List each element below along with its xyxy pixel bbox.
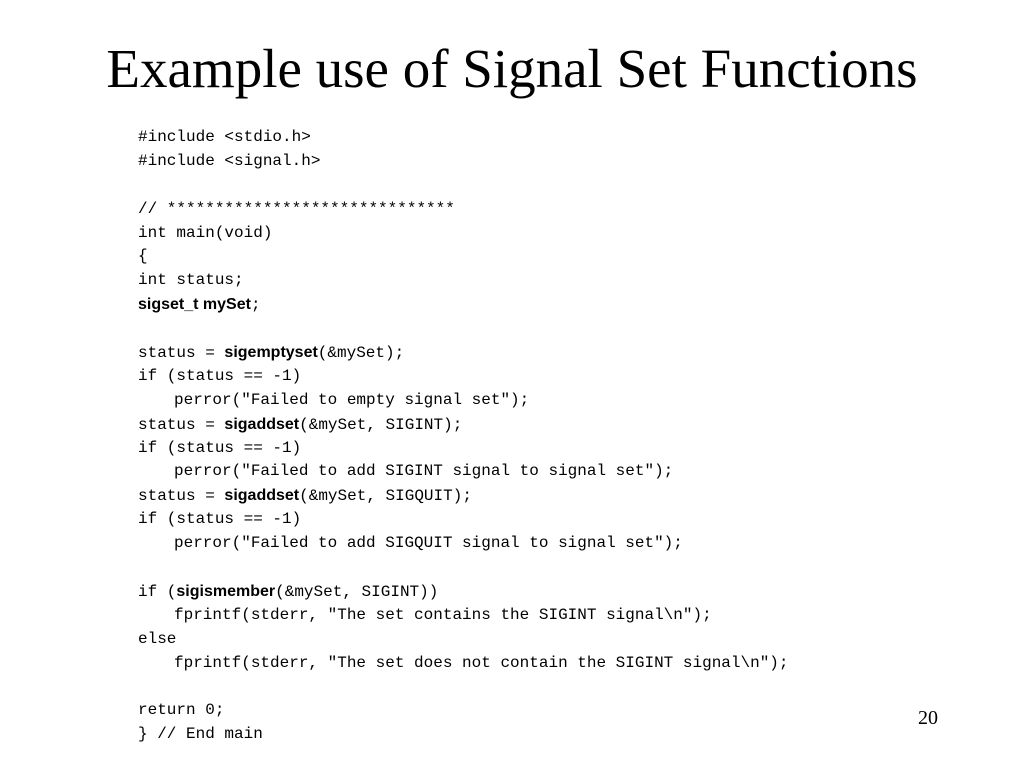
page-number: 20	[918, 707, 938, 729]
code-line: fprintf(stderr, "The set does not contai…	[138, 652, 789, 676]
slide-title: Example use of Signal Set Functions	[106, 38, 918, 99]
code-line: perror("Failed to add SIGINT signal to s…	[138, 460, 789, 484]
code-text: } // End main	[138, 725, 263, 744]
code-text: if (status == -1)	[138, 510, 302, 529]
code-line	[138, 174, 789, 198]
code-line	[138, 317, 789, 341]
code-text: // ******************************	[138, 199, 455, 218]
code-line: int status;	[138, 269, 789, 293]
code-line: status = sigaddset(&mySet, SIGINT);	[138, 413, 789, 437]
code-text: perror("Failed to add SIGQUIT signal to …	[174, 534, 683, 553]
code-line: return 0;	[138, 699, 789, 723]
code-text: if (	[138, 582, 177, 601]
code-text: #include <stdio.h>	[138, 128, 311, 146]
code-line: else	[138, 628, 789, 652]
code-text: if (status == -1)	[138, 366, 302, 385]
code-text: status =	[138, 415, 225, 434]
code-line: perror("Failed to add SIGQUIT signal to …	[138, 532, 789, 556]
code-text: fprintf(stderr, "The set does not contai…	[174, 653, 789, 672]
code-line	[138, 556, 789, 580]
code-line: {	[138, 245, 789, 269]
code-line: status = sigemptyset(&mySet);	[138, 341, 789, 365]
code-line: #include <stdio.h>	[138, 126, 789, 150]
code-line: sigset_t mySet;	[138, 293, 789, 317]
code-text: (&mySet, SIGINT);	[299, 415, 463, 434]
code-text: (&mySet, SIGQUIT);	[299, 487, 472, 506]
code-text: return 0;	[138, 701, 225, 720]
code-line: if (sigismember(&mySet, SIGINT))	[138, 580, 789, 604]
code-text: perror("Failed to empty signal set");	[174, 390, 530, 409]
code-text: (&mySet);	[317, 344, 405, 363]
code-text: perror("Failed to add SIGINT signal to s…	[174, 462, 674, 481]
code-line: #include <signal.h>	[138, 150, 789, 174]
code-text: (&mySet, SIGINT))	[275, 582, 439, 601]
code-text: #include <signal.h>	[138, 151, 321, 170]
code-text: else	[138, 629, 177, 648]
code-text: status =	[138, 487, 225, 506]
code-line: // ******************************	[138, 198, 789, 222]
code-text: status =	[138, 344, 225, 363]
code-line: fprintf(stderr, "The set contains the SI…	[138, 604, 789, 628]
code-identifier-bold: sigset_t mySet	[138, 296, 251, 314]
code-line: if (status == -1)	[138, 508, 789, 532]
code-line: perror("Failed to empty signal set");	[138, 389, 789, 413]
code-line: } // End main	[138, 723, 789, 747]
code-line: status = sigaddset(&mySet, SIGQUIT);	[138, 484, 789, 508]
code-line: int main(void)	[138, 222, 789, 246]
code-text: if (status == -1)	[138, 438, 302, 457]
code-line: if (status == -1)	[138, 365, 789, 389]
code-line	[138, 675, 789, 699]
code-text: ;	[250, 296, 261, 315]
code-text: int main(void)	[138, 223, 273, 242]
code-text: fprintf(stderr, "The set contains the SI…	[174, 605, 712, 624]
code-line: if (status == -1)	[138, 437, 789, 461]
code-text: int status;	[138, 271, 244, 290]
code-identifier-bold: sigaddset	[224, 487, 300, 505]
code-listing: #include <stdio.h> #include <signal.h> // …	[138, 126, 789, 747]
code-identifier-bold: sigaddset	[224, 415, 300, 433]
code-identifier-bold: sigemptyset	[224, 344, 318, 362]
code-identifier-bold: sigismember	[176, 582, 276, 600]
code-text: {	[138, 247, 148, 266]
